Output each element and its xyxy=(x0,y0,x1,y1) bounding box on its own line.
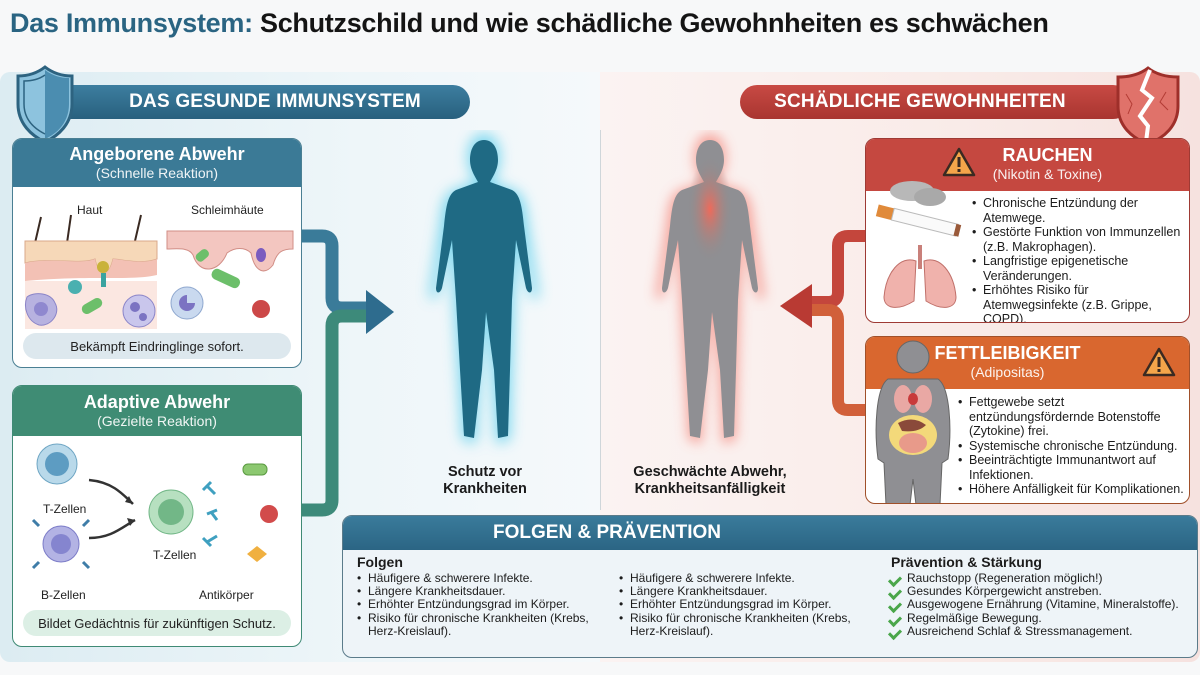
mucosa-illustration xyxy=(166,230,294,320)
weakened-caption-line-2: Krankheitsanfälligkeit xyxy=(634,481,786,497)
antibodies-label: Antikörper xyxy=(199,588,254,602)
obesity-effects-list: Fettgewebe setzt entzündungsfördernde Bo… xyxy=(958,395,1186,497)
healthy-figure-caption: Schutz vor Krankheiten xyxy=(420,464,550,498)
skin-illustration xyxy=(24,214,158,329)
title-part-1: Das Immunsystem: xyxy=(10,8,253,38)
adaptive-title: Adaptive Abwehr xyxy=(83,392,231,412)
list-item: Fettgewebe setzt entzündungsfördernde Bo… xyxy=(958,395,1186,439)
list-item: Häufigere & schwerere Infekte. xyxy=(357,571,597,585)
list-item: Erhöhter Entzündungsgrad im Körper. xyxy=(357,598,597,612)
healthy-connector-arrow-icon xyxy=(302,229,394,517)
harmful-banner-label: SCHÄDLICHE GEWOHNHEITEN xyxy=(774,91,1066,112)
weakened-figure-caption: Geschwächte Abwehr, Krankheitsanfälligke… xyxy=(610,464,810,498)
list-item: Risiko für chronische Krankheiten (Krebs… xyxy=(619,611,859,638)
healthy-caption-line-1: Schutz vor xyxy=(447,464,523,480)
harmful-habits-banner: SCHÄDLICHE GEWOHNHEITEN xyxy=(740,85,1130,119)
innate-defense-card: Angeborene Abwehr (Schnelle Reaktion) Ha… xyxy=(12,138,302,368)
list-item: Beeinträchtigte Immunantwort auf Infekti… xyxy=(958,453,1186,482)
b-cells-label: B-Zellen xyxy=(41,588,86,602)
list-item: Ausgewogene Ernährung (Vitamine, Mineral… xyxy=(889,598,1189,611)
innate-footer: Bekämpft Eindringlinge sofort. xyxy=(23,333,291,359)
list-item: Risiko für chronische Krankheiten (Krebs… xyxy=(357,611,597,638)
obesity-subtitle: (Adipositas) xyxy=(970,364,1045,380)
title-part-2: Schutzschild und wie schädliche Gewohnhe… xyxy=(252,8,1049,38)
t-cells-activated-label: T-Zellen xyxy=(153,548,197,562)
obese-body-illustration xyxy=(875,340,951,503)
smoking-card: RAUCHEN (Nikotin & Toxine) Chronische En… xyxy=(865,138,1190,323)
adaptive-defense-card: Adaptive Abwehr (Gezielte Reaktion) T-Ze… xyxy=(12,385,302,647)
healthy-banner-label: DAS GESUNDE IMMUNSYSTEM xyxy=(129,91,421,112)
adaptive-subtitle: (Gezielte Reaktion) xyxy=(97,413,217,429)
list-item: Chronische Entzündung der Atemwege. xyxy=(972,196,1184,225)
t-cells-label: T-Zellen xyxy=(43,502,87,516)
smoking-card-header: RAUCHEN (Nikotin & Toxine) xyxy=(866,139,1189,191)
list-item: Längere Krankheitsdauer. xyxy=(619,585,859,599)
healthy-caption-line-2: Krankheiten xyxy=(443,481,527,497)
consequences-subtitle: Folgen xyxy=(357,554,403,570)
list-item: Rauchstopp (Regeneration möglich!) xyxy=(889,571,1189,585)
innate-card-header: Angeborene Abwehr (Schnelle Reaktion) xyxy=(13,139,301,187)
mucosa-label: Schleimhäute xyxy=(191,203,264,217)
obesity-card-header: FETTLEIBIGKEIT (Adipositas) xyxy=(866,337,1189,389)
prevention-list: Rauchstopp (Regeneration möglich!) Gesun… xyxy=(889,571,1189,638)
healthy-immune-banner: DAS GESUNDE IMMUNSYSTEM xyxy=(50,85,470,119)
consequences-list: Häufigere & schwerere Infekte. Längere K… xyxy=(357,571,597,638)
harmful-connector-arrow-icon xyxy=(780,230,866,416)
consequences-title: FOLGEN & PRÄVENTION xyxy=(493,522,722,543)
section-divider xyxy=(600,130,601,510)
weakened-body-figure xyxy=(640,130,780,460)
innate-title: Angeborene Abwehr xyxy=(69,144,245,164)
warning-icon xyxy=(1142,347,1176,377)
list-item: Regelmäßige Bewegung. xyxy=(889,611,1189,625)
obesity-title: FETTLEIBIGKEIT xyxy=(934,343,1081,363)
skin-label: Haut xyxy=(77,203,103,217)
shield-icon xyxy=(16,65,74,144)
obesity-card: FETTLEIBIGKEIT (Adipositas) Fettgewebe s… xyxy=(865,336,1190,504)
list-item: Höhere Anfälligkeit für Komplikationen. xyxy=(958,482,1186,497)
cigarette-lungs-illustration xyxy=(875,181,962,308)
healthy-body-figure xyxy=(429,134,539,444)
list-item: Langfristige epigenetische Veränderungen… xyxy=(972,254,1184,283)
weakened-caption-line-1: Geschwächte Abwehr, xyxy=(633,464,787,480)
list-item: Gestörte Funktion von Immunzellen (z.B. … xyxy=(972,225,1184,254)
list-item: Erhöhtes Risiko für Atemwegsinfekte (z.B… xyxy=(972,283,1184,322)
adaptive-card-header: Adaptive Abwehr (Gezielte Reaktion) xyxy=(13,386,301,436)
list-item: Erhöhter Entzündungsgrad im Körper. xyxy=(619,598,859,612)
consequences-prevention-panel: FOLGEN & PRÄVENTION Folgen Häufigere & s… xyxy=(342,515,1198,658)
adaptive-footer: Bildet Gedächtnis für zukünftigen Schutz… xyxy=(23,610,291,636)
adaptive-illustration xyxy=(31,443,278,570)
list-item: Gesundes Körpergewicht anstreben. xyxy=(889,585,1189,598)
prevention-subtitle: Prävention & Stärkung xyxy=(891,554,1042,570)
smoking-effects-list: Chronische Entzündung der Atemwege. Gest… xyxy=(972,196,1184,322)
smoking-subtitle: (Nikotin & Toxine) xyxy=(992,166,1103,182)
list-item: Systemische chronische Entzündung. xyxy=(958,439,1186,454)
broken-shield-icon xyxy=(1116,66,1180,146)
list-item: Längere Krankheitsdauer. xyxy=(357,585,597,599)
warning-icon xyxy=(942,147,976,177)
page-title: Das Immunsystem: Schutzschild und wie sc… xyxy=(10,8,1049,39)
innate-subtitle: (Schnelle Reaktion) xyxy=(95,165,219,181)
smoking-title: RAUCHEN xyxy=(1002,145,1093,165)
consequences-list-repeat: Häufigere & schwerere Infekte. Längere K… xyxy=(619,571,859,638)
list-item: Häufigere & schwerere Infekte. xyxy=(619,571,859,585)
consequences-header: FOLGEN & PRÄVENTION xyxy=(343,516,1197,550)
list-item: Ausreichend Schlaf & Stressmanagement. xyxy=(889,624,1189,638)
